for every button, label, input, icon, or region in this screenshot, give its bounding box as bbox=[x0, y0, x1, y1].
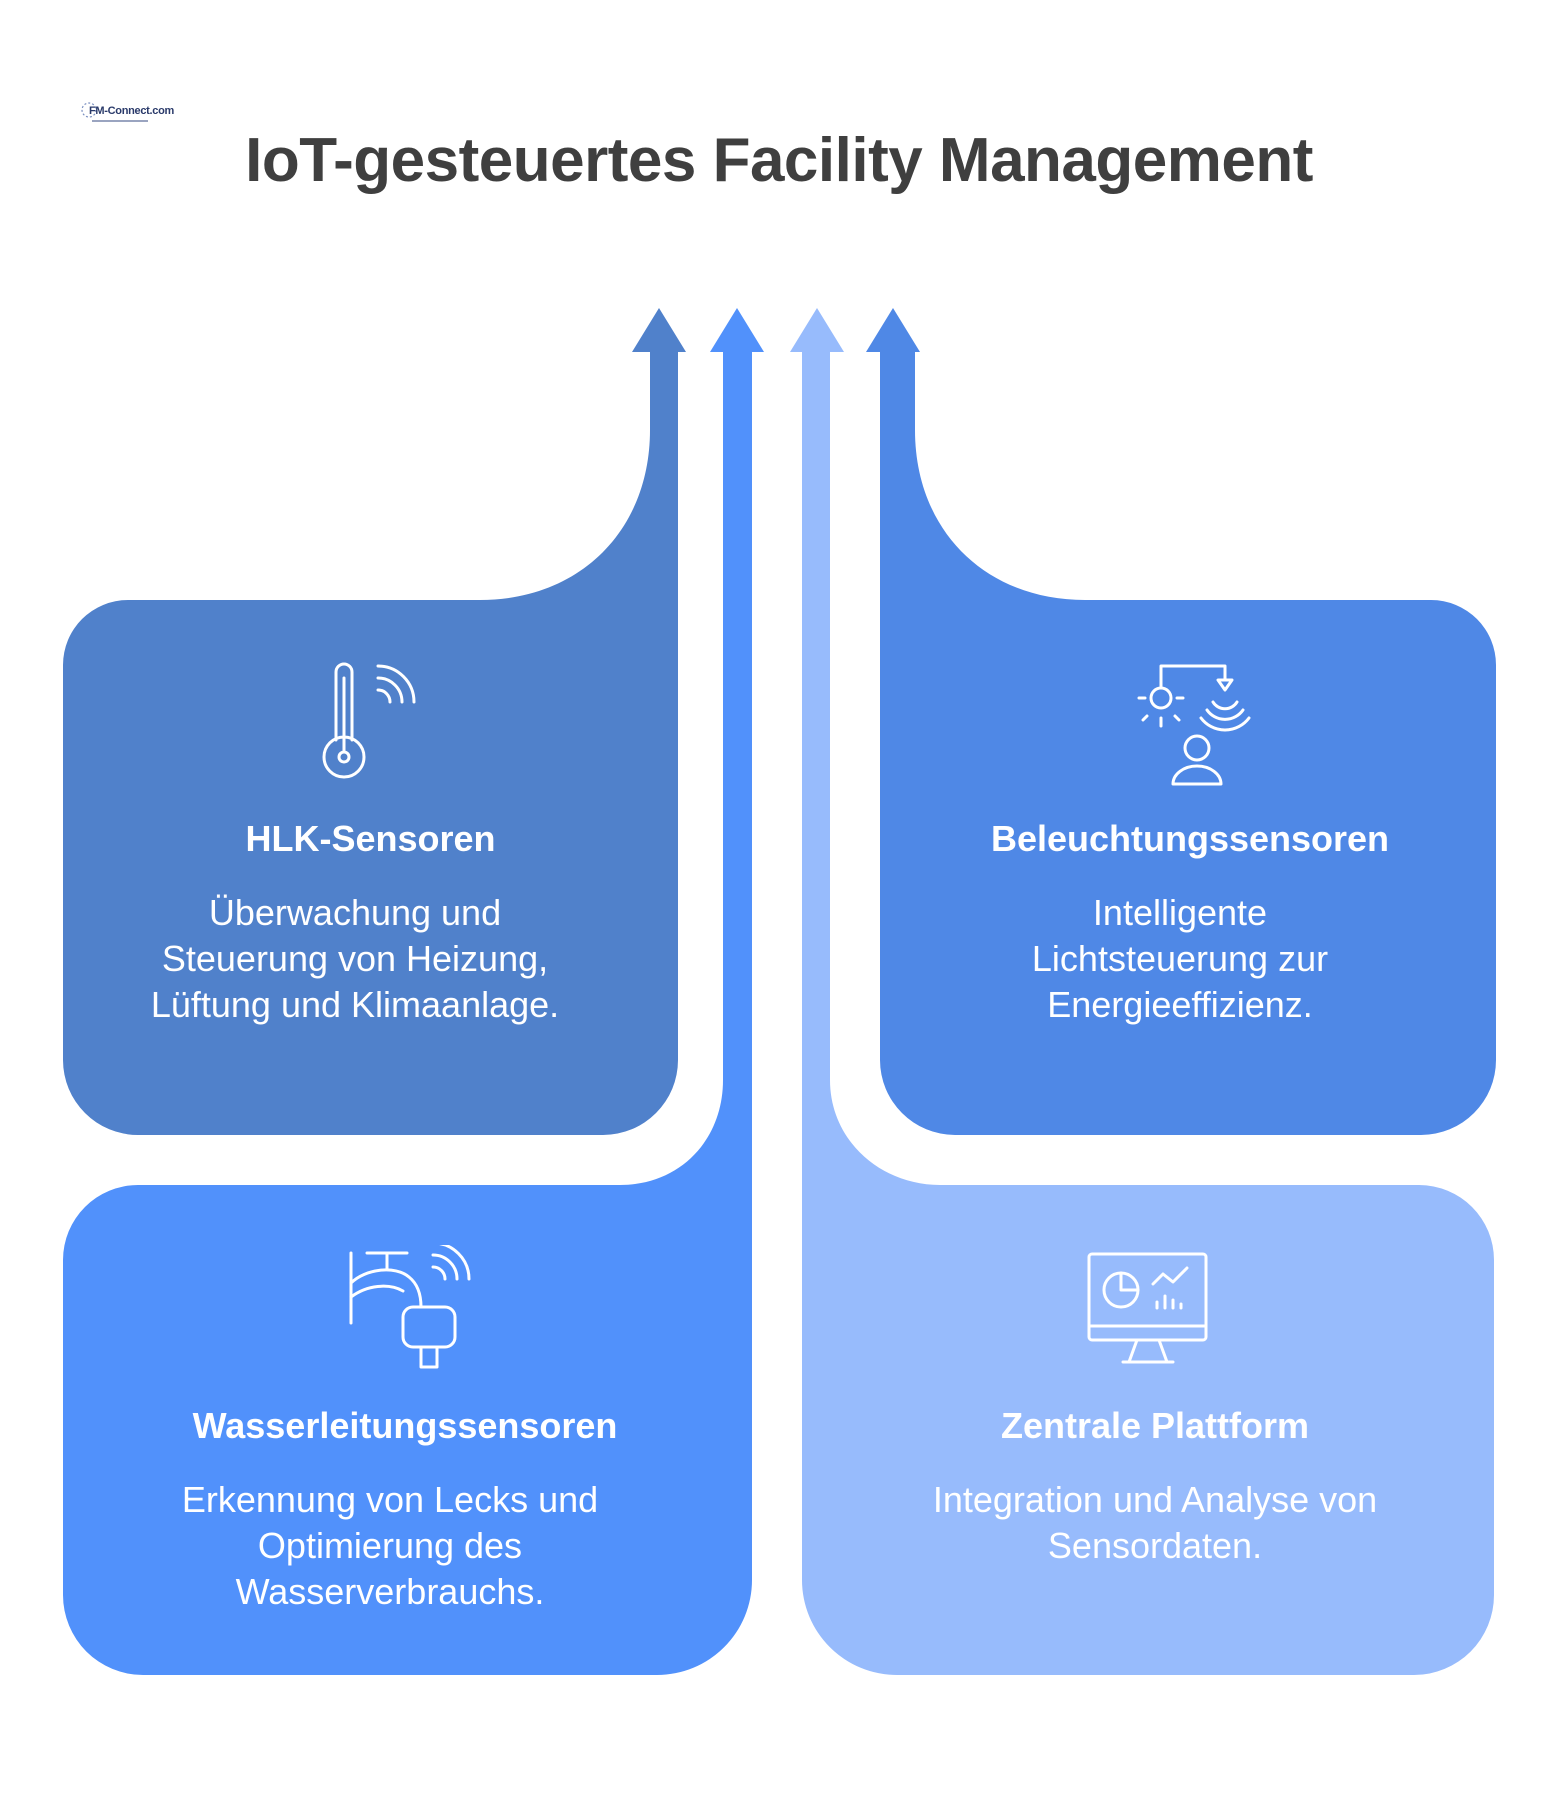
card-wasser-heading: Wasserleitungssensoren bbox=[192, 1405, 618, 1446]
card-licht-description: Intelligente Lichtsteuerung zur Energiee… bbox=[1031, 892, 1329, 1025]
page-title: IoT-gesteuertes Facility Management bbox=[245, 126, 1313, 195]
card-hlk-shape bbox=[63, 308, 686, 1135]
card-plattform-description: Integration und Analyse von Sensordaten. bbox=[932, 1479, 1378, 1566]
thermometer-wifi-icon bbox=[322, 662, 416, 779]
card-plattform-shape bbox=[790, 308, 1494, 1675]
company-logo: FM-Connect.com bbox=[80, 98, 174, 128]
card-wasser-description: Erkennung von Lecks und Optimierung des … bbox=[181, 1479, 599, 1612]
faucet-wifi-icon bbox=[349, 1245, 471, 1369]
light-sensor-icon bbox=[1137, 664, 1251, 786]
card-plattform-heading: Zentrale Plattform bbox=[1000, 1405, 1310, 1446]
card-hlk-heading: HLK-Sensoren bbox=[245, 818, 496, 859]
logo-tagline-line bbox=[92, 120, 148, 122]
card-licht-shape bbox=[866, 308, 1496, 1135]
logo-mark-icon bbox=[81, 102, 97, 118]
logo-text: FM-Connect.com bbox=[89, 105, 175, 117]
monitor-chart-icon bbox=[1087, 1252, 1208, 1364]
card-hlk-description: Überwachung und Steuerung von Heizung, L… bbox=[150, 892, 560, 1025]
card-wasser-shape bbox=[63, 308, 764, 1675]
card-licht-heading: Beleuchtungssensoren bbox=[990, 818, 1390, 859]
